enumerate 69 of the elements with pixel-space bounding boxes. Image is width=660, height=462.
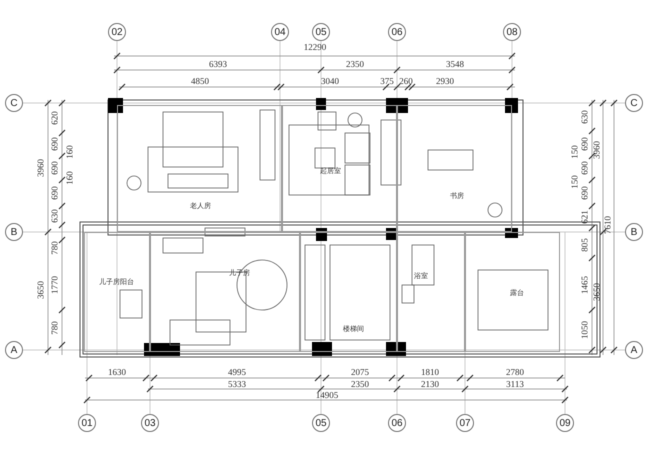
dimension-text: 3040 bbox=[321, 77, 339, 86]
axis-bubble: 05 bbox=[312, 23, 330, 41]
dimension-text: 150 bbox=[570, 145, 580, 159]
dimension-text: 1810 bbox=[421, 368, 439, 377]
dimension-text: 1050 bbox=[580, 321, 590, 339]
axis-bubble: C bbox=[625, 94, 643, 112]
dimension-text: 4995 bbox=[228, 368, 246, 377]
axis-bubble: A bbox=[5, 341, 23, 359]
axis-bubble: B bbox=[625, 223, 643, 241]
dimension-text: 630 bbox=[50, 209, 60, 223]
dimension-text: 690 bbox=[580, 186, 590, 200]
dimension-text: 620 bbox=[50, 111, 60, 125]
dimension-text: 3650 bbox=[592, 283, 602, 301]
dimension-text: 12290 bbox=[304, 43, 326, 52]
dimension-text: 3650 bbox=[36, 281, 46, 299]
dimension-text: 2350 bbox=[351, 380, 369, 389]
axis-bubble: 06 bbox=[388, 23, 406, 41]
room-outline bbox=[397, 105, 512, 232]
dimension-text: 6393 bbox=[209, 60, 227, 69]
dimension-text: 690 bbox=[580, 137, 590, 151]
dimension-text: 3960 bbox=[592, 141, 602, 159]
axis-bubble: 02 bbox=[108, 23, 126, 41]
room-outline bbox=[465, 232, 560, 352]
room-outline bbox=[282, 105, 397, 232]
dimension-text: 160 bbox=[66, 171, 74, 185]
dimension-text: 2130 bbox=[421, 380, 439, 389]
dimension-text: 160 bbox=[66, 145, 74, 159]
dimension-text: 14905 bbox=[316, 391, 338, 400]
dimension-text: 375 bbox=[380, 77, 394, 86]
room-outline bbox=[117, 105, 282, 232]
dimension-text: 2075 bbox=[351, 368, 369, 377]
dimension-text: 1630 bbox=[108, 368, 126, 377]
dimension-text: 690 bbox=[580, 161, 590, 175]
dimension-text: 805 bbox=[580, 238, 590, 252]
room-outline bbox=[300, 232, 397, 352]
dimension-text: 630 bbox=[580, 110, 590, 124]
axis-bubble: 04 bbox=[271, 23, 289, 41]
dimension-text: 2930 bbox=[436, 77, 454, 86]
room-outline bbox=[397, 232, 465, 352]
room-outline bbox=[84, 232, 150, 352]
dimension-text: 150 bbox=[570, 175, 580, 189]
dimension-text: 1465 bbox=[580, 276, 590, 294]
room-outline bbox=[150, 232, 300, 352]
dimension-text: 3548 bbox=[446, 60, 464, 69]
dimension-text: 780 bbox=[50, 241, 60, 255]
dimension-text: 260 bbox=[399, 77, 413, 86]
dimension-text: 690 bbox=[50, 137, 60, 151]
dimension-text: 5333 bbox=[228, 380, 246, 389]
dimension-text: 1770 bbox=[50, 276, 60, 294]
dimension-text: 2780 bbox=[506, 368, 524, 377]
axis-bubble: 05 bbox=[312, 414, 330, 432]
dimension-text: 690 bbox=[50, 186, 60, 200]
axis-bubble: 03 bbox=[141, 414, 159, 432]
axis-bubble: 09 bbox=[556, 414, 574, 432]
axis-bubble: A bbox=[625, 341, 643, 359]
dimension-text: 690 bbox=[50, 161, 60, 175]
dimension-text: 2350 bbox=[346, 60, 364, 69]
axis-bubble: 01 bbox=[78, 414, 96, 432]
axis-bubble: 06 bbox=[388, 414, 406, 432]
dimension-text: 7610 bbox=[604, 216, 612, 234]
axis-bubble: C bbox=[5, 94, 23, 112]
axis-bubble: 07 bbox=[456, 414, 474, 432]
dimension-text: 4850 bbox=[191, 77, 209, 86]
axis-bubble: 08 bbox=[503, 23, 521, 41]
dimension-text: 3960 bbox=[36, 159, 46, 177]
dimension-text: 780 bbox=[50, 321, 60, 335]
dimension-text: 621 bbox=[580, 210, 590, 224]
axis-bubble: B bbox=[5, 223, 23, 241]
dimension-text: 3113 bbox=[506, 380, 524, 389]
